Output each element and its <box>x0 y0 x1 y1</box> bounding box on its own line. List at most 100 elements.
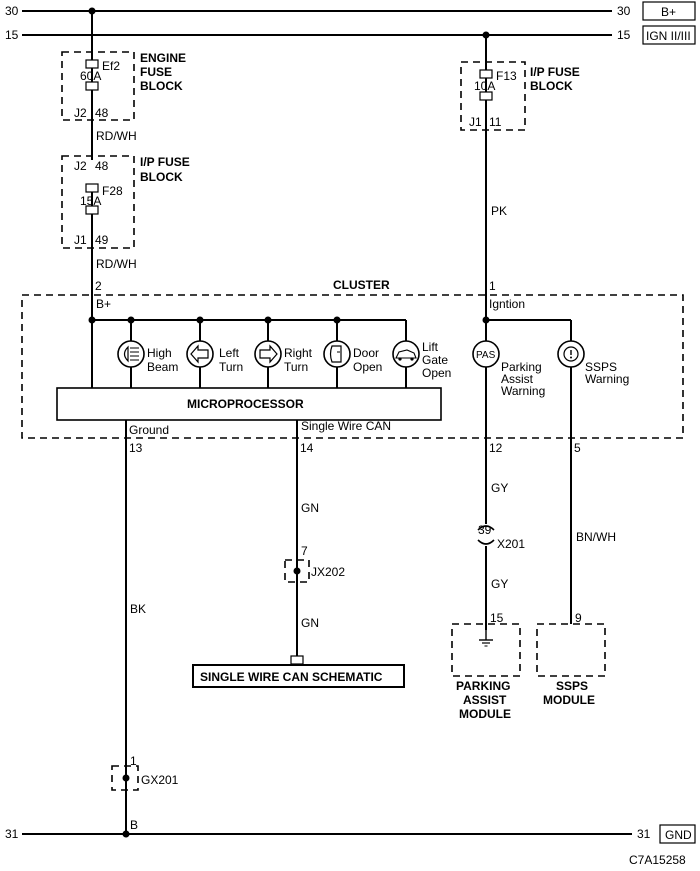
indicator-high-beam-l1: High <box>147 346 172 360</box>
indicator-lift-gate-l3: Open <box>422 366 451 380</box>
jx202-label: JX202 <box>311 565 345 579</box>
pas-warning-l3: Warning <box>501 384 545 398</box>
ef2-conn: J2 <box>74 106 87 120</box>
f13-id: F13 <box>496 69 517 83</box>
ip-fuse-left-title-1: I/P FUSE <box>140 155 190 169</box>
rail-31-left: 31 <box>5 827 19 841</box>
instrument-cluster: CLUSTER 2 B+ 1 Igntion <box>21 278 684 440</box>
gnd-label: GND <box>665 828 692 842</box>
engine-fuse-block: Ef2 60A J2 48 ENGINE FUSE BLOCK <box>61 11 186 160</box>
f28-rating: 15A <box>80 194 101 208</box>
lift-gate-open-icon <box>392 340 420 368</box>
engine-fuse-title-3: BLOCK <box>140 79 183 93</box>
ef2-pin: 48 <box>95 106 109 120</box>
ip-fuse-block-right: F13 10A J1 11 I/P FUSE BLOCK <box>460 35 580 320</box>
b-plus-rail: 30 30 B+ <box>5 1 696 21</box>
indicator-lift-gate-l1: Lift <box>422 340 439 354</box>
wire-gn-2: GN <box>301 616 319 630</box>
ssps-module-l1: SSPS <box>556 679 588 693</box>
can-label: Single Wire CAN <box>301 419 391 433</box>
ssps-module: 9 SSPS MODULE <box>536 611 606 707</box>
indicator-door-open-l1: Door <box>353 346 379 360</box>
indicator-left-turn-l2: Turn <box>219 360 243 374</box>
wire-b: B <box>130 818 138 832</box>
ef2-rating: 60A <box>80 69 101 83</box>
pas-symbol: PAS <box>476 350 496 361</box>
wire-rdwh-1: RD/WH <box>96 129 137 143</box>
wire-rdwh-2: RD/WH <box>96 257 137 271</box>
pas-module-l3: MODULE <box>459 707 511 721</box>
cluster-pin-bplus: 2 <box>95 279 102 293</box>
pin-can: 14 <box>300 441 314 455</box>
pin-pas: 12 <box>489 441 503 455</box>
right-turn-arrow-icon <box>254 340 282 368</box>
ip-fuse-right-title-1: I/P FUSE <box>530 65 580 79</box>
f28-pin-in: 48 <box>95 159 109 173</box>
diagram-code: C7A15258 <box>629 853 686 867</box>
high-beam-icon <box>117 340 145 368</box>
pas-warning-l1: Parking <box>501 360 542 374</box>
wire-gn-1: GN <box>301 501 319 515</box>
gnd-rail: 31 31 GND <box>5 824 696 844</box>
microprocessor-label: MICROPROCESSOR <box>187 397 304 411</box>
rail-31-right: 31 <box>637 827 651 841</box>
indicator-right-turn-l2: Turn <box>284 360 308 374</box>
pas-module-l1: PARKING <box>456 679 510 693</box>
cluster-bplus-label: B+ <box>96 297 111 311</box>
f13-pin: 11 <box>489 115 502 129</box>
wire-bnwh: BN/WH <box>576 530 616 544</box>
can-schematic-label[interactable]: SINGLE WIRE CAN SCHEMATIC <box>200 670 383 684</box>
cluster-ign-label: Igntion <box>489 297 525 311</box>
ssps-warning-l1: SSPS <box>585 360 617 374</box>
microprocessor-box <box>56 387 442 421</box>
rail-30-right: 30 <box>617 4 631 18</box>
engine-fuse-title-2: FUSE <box>140 65 172 79</box>
pas-module-l2: ASSIST <box>463 693 507 707</box>
ign-label: IGN II/III <box>646 29 691 43</box>
wire-gy-2: GY <box>491 577 508 591</box>
pas-warning-l2: Assist <box>501 372 534 386</box>
f28-conn-out: J1 <box>74 233 87 247</box>
f28-conn-in: J2 <box>74 159 87 173</box>
engine-fuse-title-1: ENGINE <box>140 51 186 65</box>
x201-pin: 39 <box>478 523 492 537</box>
ground-label: Ground <box>129 423 169 437</box>
f28-pin-out: 49 <box>95 233 109 247</box>
x201-label: X201 <box>497 537 525 551</box>
ef2-id: Ef2 <box>102 59 120 73</box>
ip-fuse-block-left: J2 48 F28 15A J1 49 I/P FUSE BLOCK <box>61 155 190 320</box>
f13-rating: 10A <box>474 79 495 93</box>
cluster-title: CLUSTER <box>333 278 390 292</box>
ign-rail: 15 15 IGN II/III <box>5 25 696 45</box>
jx202-connector: 7 JX202 <box>284 544 345 583</box>
wire-gy-1: GY <box>491 481 508 495</box>
f13-conn: J1 <box>469 115 482 129</box>
gx201-connector: 1 GX201 <box>111 754 179 791</box>
left-turn-arrow-icon <box>186 340 214 368</box>
jx202-pin: 7 <box>301 544 308 558</box>
pin-ground: 13 <box>129 441 143 455</box>
pas-module-pin: 15 <box>490 611 504 625</box>
ground-symbol-icon <box>479 630 493 647</box>
gx201-label: GX201 <box>141 773 179 787</box>
rail-30-left: 30 <box>5 4 19 18</box>
ssps-warning-icon <box>557 340 585 368</box>
pin-ssps: 5 <box>574 441 581 455</box>
indicator-door-open-l2: Open <box>353 360 382 374</box>
f28-id: F28 <box>102 184 123 198</box>
b-plus-label: B+ <box>661 5 676 19</box>
rail-15-right: 15 <box>617 28 631 42</box>
indicator-left-turn-l1: Left <box>219 346 240 360</box>
can-schematic-link[interactable]: SINGLE WIRE CAN SCHEMATIC <box>192 664 405 688</box>
parking-assist-module: 15 PARKING ASSIST MODULE <box>451 611 521 721</box>
door-open-icon <box>323 340 351 368</box>
ssps-warning-l2: Warning <box>585 372 629 386</box>
ip-fuse-left-title-2: BLOCK <box>140 170 183 184</box>
ssps-module-l2: MODULE <box>543 693 595 707</box>
wire-pk: PK <box>491 204 507 218</box>
gx201-pin: 1 <box>130 754 137 768</box>
ssps-module-pin: 9 <box>575 611 582 625</box>
wire-bk: BK <box>130 602 146 616</box>
